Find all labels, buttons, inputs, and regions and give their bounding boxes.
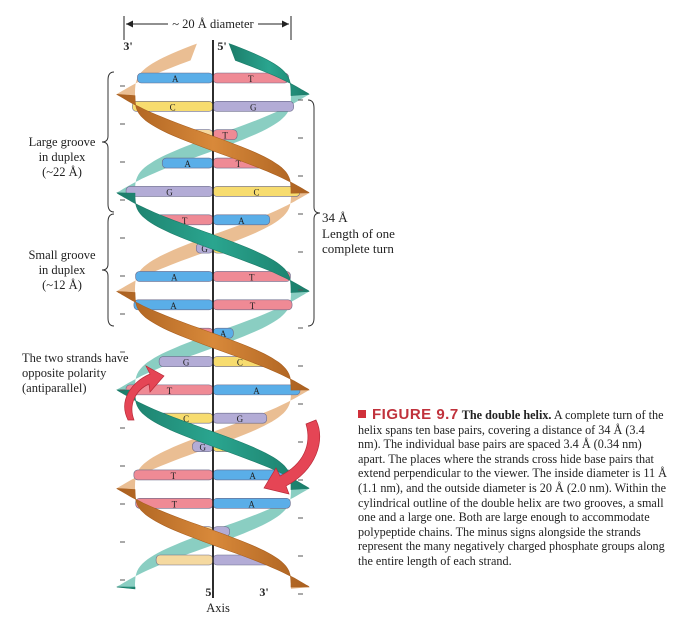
small-groove-label: Small groove in duplex (~12 Å): [14, 248, 110, 293]
strand-teal-front-segment: [116, 586, 136, 590]
base-label-right-12: G: [237, 414, 244, 424]
base-label-left-12: C: [183, 414, 189, 424]
base-label-right-2: T: [222, 131, 228, 141]
base-label-right-11: A: [253, 386, 260, 396]
base-label-right-14: A: [249, 471, 256, 481]
turn-length-line3: complete turn: [322, 241, 394, 256]
turn-length-line2: Length of one: [322, 225, 395, 241]
strand-teal-front-segment: [116, 389, 310, 490]
base-label-right-3: T: [236, 159, 242, 169]
strand-end-top-right: 5': [217, 39, 226, 53]
large-groove-line1: Large groove: [28, 135, 96, 149]
base-label-left-15: T: [172, 499, 178, 509]
diameter-label: ~ 20 Å diameter: [172, 17, 254, 31]
strand-end-bottom-left: 5': [205, 585, 214, 599]
base-label-left-0: A: [172, 74, 179, 84]
base-label-left-1: C: [170, 102, 176, 112]
polarity-line1: The two strands have: [22, 351, 129, 365]
polarity-arrow-up: [124, 365, 165, 421]
caption-figure-number: FIGURE 9.7: [372, 406, 459, 423]
caption-body: A complete turn of the helix spans ten b…: [358, 408, 667, 568]
large-groove-line3: (~22 Å): [42, 165, 82, 179]
strand-orange-front-segment: [116, 488, 310, 588]
turn-length-brace: [307, 99, 321, 327]
large-groove-label: Large groove in duplex (~22 Å): [14, 135, 110, 180]
polarity-line3: (antiparallel): [22, 381, 87, 395]
strand-teal-front-segment: [228, 43, 310, 96]
caption-marker: [358, 410, 366, 418]
small-groove-line1: Small groove: [28, 248, 96, 262]
diameter-arrow-left: [126, 20, 133, 28]
strand-end-top-left: 3': [123, 39, 132, 53]
diameter-arrow-right: [282, 20, 289, 28]
caption-title: The double helix.: [461, 408, 552, 422]
base-label-right-8: T: [250, 301, 256, 311]
base-label-right-0: T: [248, 74, 254, 84]
large-groove-line2: in duplex: [38, 150, 86, 164]
base-label-right-7: T: [249, 272, 255, 282]
polarity-arrow-down: [263, 419, 320, 495]
base-left-17: [155, 554, 214, 566]
large-groove-brace: [101, 71, 115, 213]
axis-label: Axis: [206, 601, 230, 615]
base-label-left-3: A: [184, 159, 191, 169]
base-label-left-14: T: [171, 471, 177, 481]
base-label-left-11: T: [167, 386, 173, 396]
base-label-right-5: A: [238, 216, 245, 226]
base-label-left-13: G: [199, 443, 206, 453]
base-label-left-6: G: [201, 244, 208, 254]
small-groove-line2: in duplex: [38, 263, 86, 277]
base-label-left-7: A: [171, 272, 178, 282]
strand-orange-back-segment: [117, 43, 197, 96]
strand-teal-front-segment: [116, 192, 310, 293]
strand-end-bottom-right: 3': [259, 585, 268, 599]
base-label-right-10: C: [237, 358, 243, 368]
polarity-label: The two strands have opposite polarity (…: [22, 351, 172, 396]
polarity-line2: opposite polarity: [22, 366, 107, 380]
small-groove-line3: (~12 Å): [42, 278, 82, 292]
strand-orange-front-segment: [116, 94, 310, 194]
figure-caption: FIGURE 9.7 The double helix. A complete …: [358, 406, 670, 569]
base-label-left-10: G: [183, 358, 190, 368]
base-label-right-1: G: [250, 102, 257, 112]
small-groove-brace: [101, 213, 115, 327]
base-label-left-4: G: [166, 187, 173, 197]
base-label-right-4: C: [253, 187, 259, 197]
base-label-left-5: T: [182, 216, 188, 226]
base-label-left-8: A: [170, 301, 177, 311]
base-label-right-9: A: [220, 329, 227, 339]
turn-length-value: 34 Å: [322, 210, 348, 225]
strand-orange-back-segment: [291, 586, 309, 589]
strand-orange-front-segment: [115, 291, 310, 391]
base-label-right-15: A: [248, 499, 255, 509]
turn-length-label: 34 Å Length of one complete turn: [322, 210, 432, 257]
